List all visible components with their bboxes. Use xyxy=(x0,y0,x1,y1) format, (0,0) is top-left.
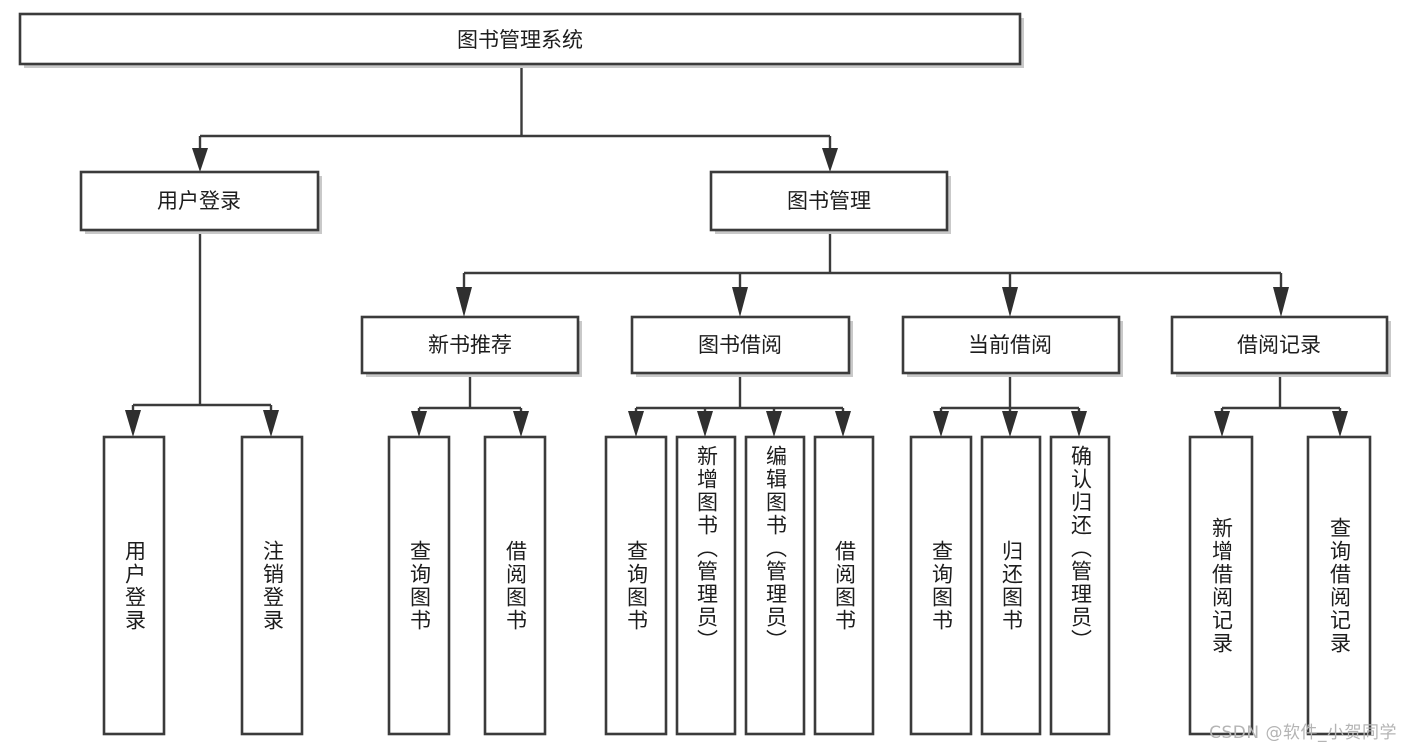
arrow-head-borrow-record xyxy=(1273,287,1289,317)
csdn-watermark: CSDN @软件_小贺同学 xyxy=(1209,723,1397,743)
arrow-head-add-book xyxy=(697,411,713,437)
arrow-head-query-book-3 xyxy=(933,411,949,437)
node-book-borrow[interactable] xyxy=(630,315,851,375)
node-user-login-do[interactable] xyxy=(102,435,166,736)
arrow-head-return-book xyxy=(1002,411,1018,437)
node-query-book-1[interactable] xyxy=(387,435,451,736)
node-user-login-label: 用户登录 xyxy=(157,189,241,213)
node-borrow-record[interactable] xyxy=(1170,315,1389,375)
node-book-manage[interactable] xyxy=(709,170,949,232)
arrow-head-query-book-2 xyxy=(628,411,644,437)
arrow-head-edit-book xyxy=(766,411,782,437)
node-query-book-2[interactable] xyxy=(604,435,668,736)
arrow-head-query-record xyxy=(1332,411,1348,437)
arrow-head-add-record xyxy=(1214,411,1230,437)
node-borrow-record-label: 借阅记录 xyxy=(1237,333,1321,357)
arrow-head-confirm-return xyxy=(1071,411,1087,437)
node-current-borrow[interactable] xyxy=(901,315,1121,375)
node-confirm-return[interactable] xyxy=(1049,435,1111,736)
node-user-logout[interactable] xyxy=(240,435,304,736)
arrow-head-user-logout xyxy=(263,410,279,437)
leaf-boxes xyxy=(102,435,1372,736)
arrow-head-borrow-book-1 xyxy=(513,411,529,437)
node-book-manage-label: 图书管理 xyxy=(787,189,871,213)
node-return-book[interactable] xyxy=(980,435,1042,736)
node-root-label: 图书管理系统 xyxy=(457,28,583,52)
arrow-head-borrow-book-2 xyxy=(835,411,851,437)
node-add-book[interactable] xyxy=(675,435,737,736)
node-borrow-book-1[interactable] xyxy=(483,435,547,736)
arrow-head-new-book-rec xyxy=(456,287,472,317)
nodes: 图书管理系统 用户登录 图书管理 新书推荐 图书借阅 当前借阅 借阅记录 xyxy=(18,12,1391,736)
node-book-borrow-label: 图书借阅 xyxy=(698,333,782,357)
arrow-head-current-borrow xyxy=(1002,287,1018,317)
node-edit-book[interactable] xyxy=(744,435,806,736)
node-add-record[interactable] xyxy=(1188,435,1254,736)
arrow-head-book-borrow xyxy=(732,287,748,317)
node-current-borrow-label: 当前借阅 xyxy=(968,333,1052,357)
arrow-head-user-login-do xyxy=(125,410,141,437)
arrow-head-user-login xyxy=(192,148,208,172)
connectors xyxy=(125,67,1348,437)
node-new-book-rec[interactable] xyxy=(360,315,580,375)
node-user-login[interactable] xyxy=(79,170,320,232)
node-query-record[interactable] xyxy=(1306,435,1372,736)
arrow-head-book-manage xyxy=(822,148,838,172)
node-new-book-rec-label: 新书推荐 xyxy=(428,333,512,357)
arrow-head-query-book-1 xyxy=(411,411,427,437)
node-root[interactable] xyxy=(18,12,1022,66)
node-borrow-book-2[interactable] xyxy=(813,435,875,736)
node-query-book-3[interactable] xyxy=(909,435,973,736)
